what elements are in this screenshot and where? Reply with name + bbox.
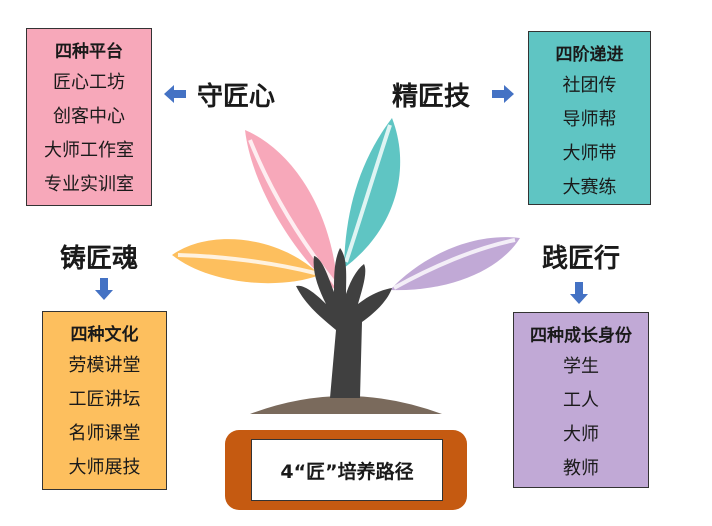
arrow-right-icon bbox=[492, 85, 514, 103]
purple-leaf-vein bbox=[393, 238, 516, 290]
identity-item: 学生 bbox=[563, 356, 599, 377]
culture-box: 四种文化 劳模讲堂 工匠讲坛 名师课堂 大师展技 bbox=[42, 311, 167, 490]
purple-leaf bbox=[390, 237, 520, 291]
stages-item: 大师带 bbox=[562, 143, 617, 164]
heading-zhu-jiang-hun: 铸匠魂 bbox=[60, 244, 139, 274]
stages-item: 导师帮 bbox=[562, 109, 617, 130]
stages-item: 社团传 bbox=[562, 75, 617, 96]
platform-item: 创客中心 bbox=[53, 106, 125, 127]
identity-item: 工人 bbox=[563, 390, 599, 411]
platform-item: 专业实训室 bbox=[44, 174, 134, 195]
arrow-down-left-icon bbox=[95, 278, 113, 300]
teal-leaf-vein bbox=[344, 124, 392, 263]
identity-item: 教师 bbox=[563, 458, 599, 479]
platform-box: 四种平台 匠心工坊 创客中心 大师工作室 专业实训室 bbox=[26, 28, 152, 206]
culture-item: 名师课堂 bbox=[68, 423, 141, 444]
identity-item: 大师 bbox=[563, 424, 599, 445]
pink-leaf bbox=[245, 130, 338, 292]
platform-title: 四种平台 bbox=[55, 42, 123, 62]
tree-trunk-hand bbox=[296, 248, 392, 398]
heading-jing-jiang-ji: 精匠技 bbox=[392, 82, 471, 112]
path-title: 4“匠”培养路径 bbox=[251, 439, 443, 501]
ground-mound bbox=[250, 396, 442, 414]
stages-title: 四阶递进 bbox=[555, 45, 624, 65]
platform-item: 匠心工坊 bbox=[53, 72, 125, 93]
culture-item: 工匠讲坛 bbox=[68, 389, 141, 410]
stages-box: 四阶递进 社团传 导师帮 大师带 大赛练 bbox=[528, 31, 651, 205]
arrow-down-right-icon bbox=[570, 282, 588, 304]
culture-item: 劳模讲堂 bbox=[68, 355, 141, 376]
heading-shou-jiang-xin: 守匠心 bbox=[197, 82, 276, 112]
heading-jian-jiang-xing: 践匠行 bbox=[542, 244, 621, 274]
stages-item: 大赛练 bbox=[562, 177, 617, 198]
identity-title: 四种成长身份 bbox=[530, 326, 632, 346]
culture-title: 四种文化 bbox=[70, 325, 139, 345]
platform-item: 大师工作室 bbox=[44, 140, 134, 161]
culture-item: 大师展技 bbox=[68, 457, 141, 478]
arrow-left-icon bbox=[164, 85, 186, 103]
orange-leaf-vein bbox=[177, 253, 316, 275]
identity-box: 四种成长身份 学生 工人 大师 教师 bbox=[513, 312, 649, 488]
